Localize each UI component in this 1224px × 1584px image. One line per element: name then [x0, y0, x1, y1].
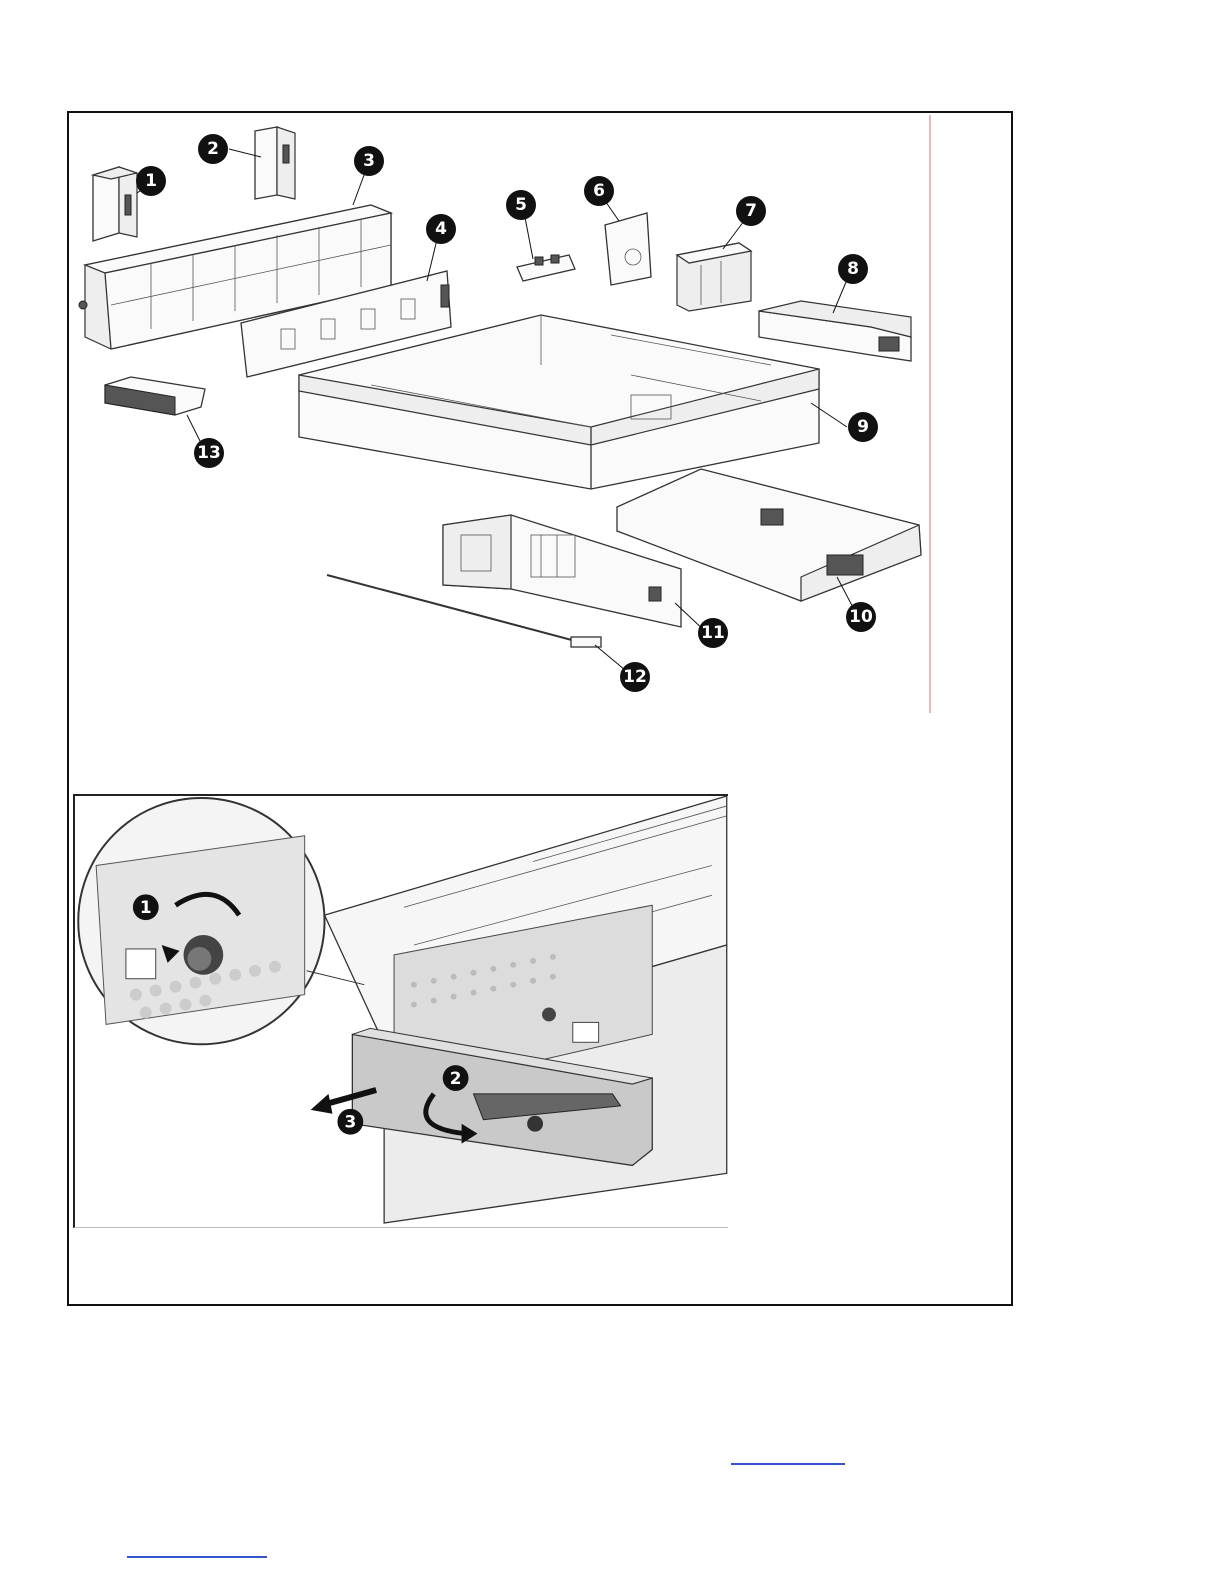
svg-text:10: 10	[849, 607, 873, 627]
svg-text:12: 12	[623, 667, 647, 687]
part-7-fan-module	[677, 243, 751, 311]
callout-1: 1	[136, 166, 166, 196]
svg-text:13: 13	[197, 443, 221, 463]
callout-9: 9	[848, 412, 878, 442]
svg-text:8: 8	[847, 259, 859, 279]
detail-magnifier	[78, 798, 364, 1044]
callout-2: 2	[198, 134, 228, 164]
part-6-bracket	[605, 213, 651, 285]
callout-8: 8	[838, 254, 868, 284]
svg-text:3: 3	[344, 1112, 356, 1132]
svg-text:11: 11	[701, 623, 725, 643]
callout-6: 6	[584, 176, 614, 206]
callout-7: 7	[736, 196, 766, 226]
svg-text:7: 7	[745, 201, 757, 221]
figure-edge-line	[929, 115, 931, 713]
callout-step-2: 2	[443, 1065, 469, 1091]
svg-text:1: 1	[145, 171, 157, 191]
callout-11: 11	[698, 618, 728, 648]
exploded-parts-diagram: 1 2 3 4 5 6 7 8 9 10 11 12 13	[71, 115, 929, 715]
callout-4: 4	[426, 214, 456, 244]
link-underline-2[interactable]	[127, 1556, 267, 1558]
callout-step-3: 3	[337, 1109, 363, 1135]
part-5-board	[517, 255, 575, 281]
svg-text:9: 9	[857, 417, 869, 437]
link-underline-1[interactable]	[731, 1463, 845, 1465]
removal-procedure-diagram: 1 2 3	[73, 794, 728, 1228]
part-2-drive-blank	[255, 127, 295, 199]
svg-text:4: 4	[435, 219, 447, 239]
svg-text:6: 6	[593, 181, 605, 201]
figure-frame: 1 2 3 4 5 6 7 8 9 10 11 12 13	[67, 111, 1013, 1306]
part-1-drive-blank	[93, 167, 137, 241]
callout-3: 3	[354, 146, 384, 176]
svg-text:3: 3	[363, 151, 375, 171]
callout-step-1: 1	[133, 894, 159, 920]
callout-10: 10	[846, 602, 876, 632]
svg-text:2: 2	[207, 139, 219, 159]
callout-12: 12	[620, 662, 650, 692]
svg-text:2: 2	[450, 1068, 462, 1088]
svg-text:5: 5	[515, 195, 527, 215]
callout-13: 13	[194, 438, 224, 468]
server-chassis	[325, 796, 727, 1223]
svg-text:1: 1	[140, 897, 152, 917]
part-8-power-supply	[759, 301, 911, 361]
part-13-hard-drive	[105, 377, 205, 415]
callout-5: 5	[506, 190, 536, 220]
